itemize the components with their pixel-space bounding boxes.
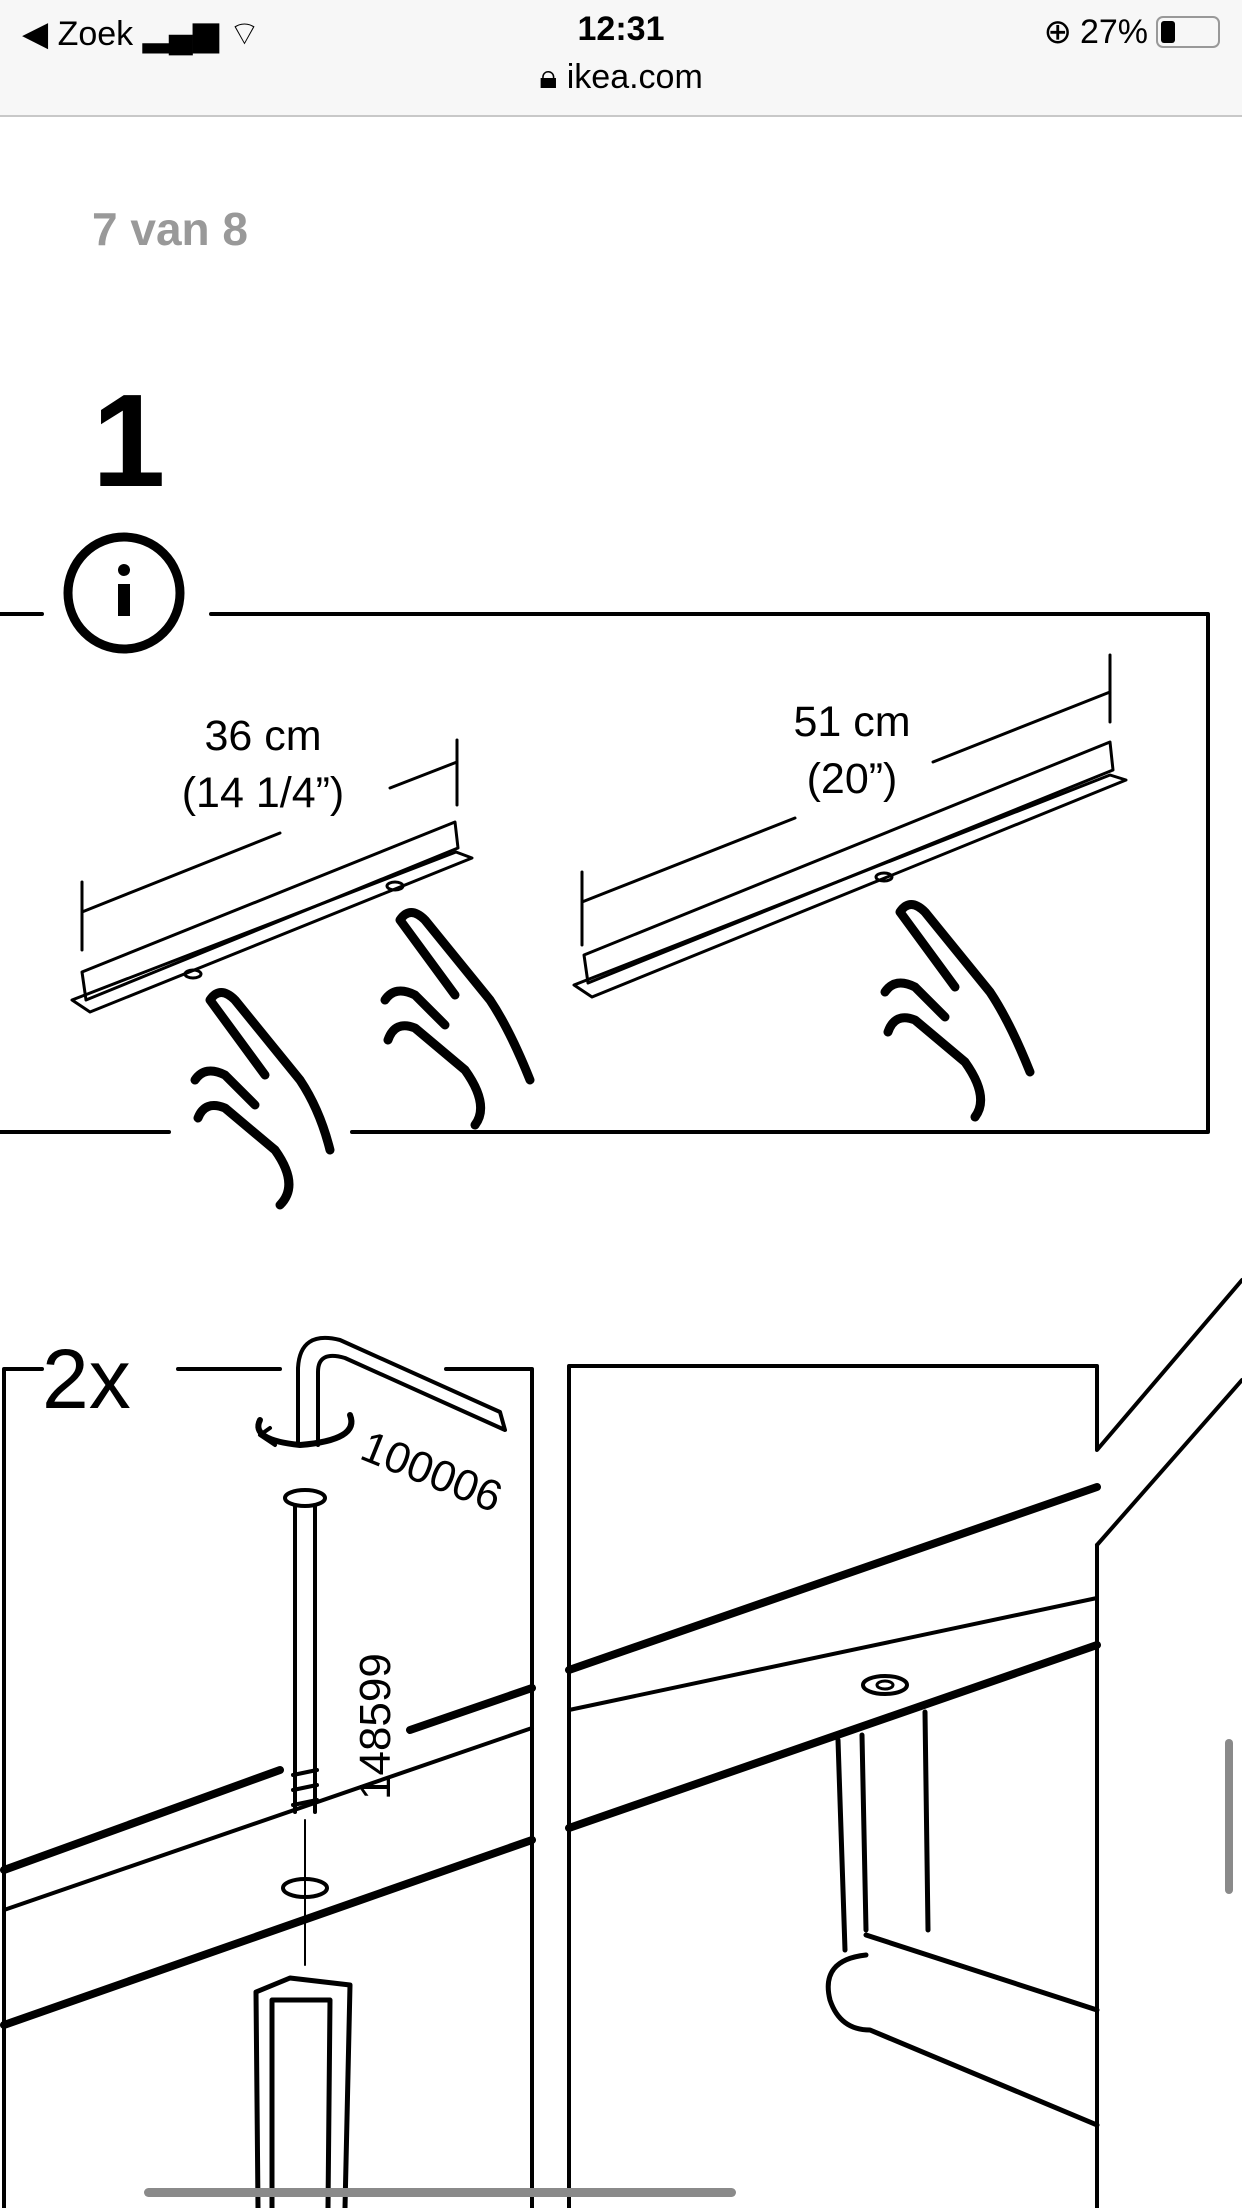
step-number: 1: [92, 367, 166, 514]
signal-icon: ▂▄▆: [142, 15, 220, 53]
part-number-bolt: 148599: [351, 1653, 400, 1800]
url-text: ikea.com: [566, 58, 703, 96]
table-leg: [253, 1975, 353, 2208]
lock-icon: 🔒︎: [539, 58, 558, 96]
part-number-allen-key: 100006: [354, 1422, 508, 1522]
horizontal-scrollbar[interactable]: [144, 2188, 736, 2197]
url-bar[interactable]: 🔒︎ ikea.com: [0, 58, 1242, 97]
battery: ⊕ 27%: [1043, 12, 1220, 52]
rotation-lock-icon: ⊕: [1043, 13, 1072, 51]
frame-leg: [825, 1709, 1100, 2128]
wifi-icon: ⌔: [228, 15, 261, 53]
left-panel-frame: [2, 1367, 534, 2208]
rail-1-imperial: (14 1/4”): [182, 769, 345, 817]
bolt-icon: [281, 1488, 329, 1966]
pointing-hand-icon: [190, 900, 1035, 1210]
allen-key-icon: [255, 1335, 507, 1448]
quantity-label: 2x: [42, 1332, 131, 1426]
rail-36cm: [70, 738, 474, 1014]
rail-2-length: 51 cm: [793, 698, 910, 746]
back-label: Zoek: [57, 15, 134, 53]
info-box-frame: [0, 612, 1210, 1134]
info-icon: [63, 532, 185, 654]
status-bar: ◀ Zoek ▂▄▆ ⌔ 12:31 ⊕ 27% 🔒︎ ikea.com: [0, 0, 1242, 117]
back-to-app[interactable]: ◀ Zoek ▂▄▆ ⌔: [22, 15, 261, 53]
right-panel-frame: [567, 1278, 1242, 2208]
rail-2-imperial: (20”): [807, 755, 898, 803]
battery-icon: [1156, 16, 1220, 48]
frame-rail: [0, 1483, 1101, 2029]
clock: 12:31: [577, 10, 665, 48]
vertical-scrollbar[interactable]: [1225, 1739, 1233, 1894]
rail-1-length: 36 cm: [204, 712, 321, 760]
rail-51cm: [572, 653, 1128, 999]
battery-percent: 27%: [1079, 12, 1148, 51]
page-indicator: 7 van 8: [92, 203, 248, 255]
